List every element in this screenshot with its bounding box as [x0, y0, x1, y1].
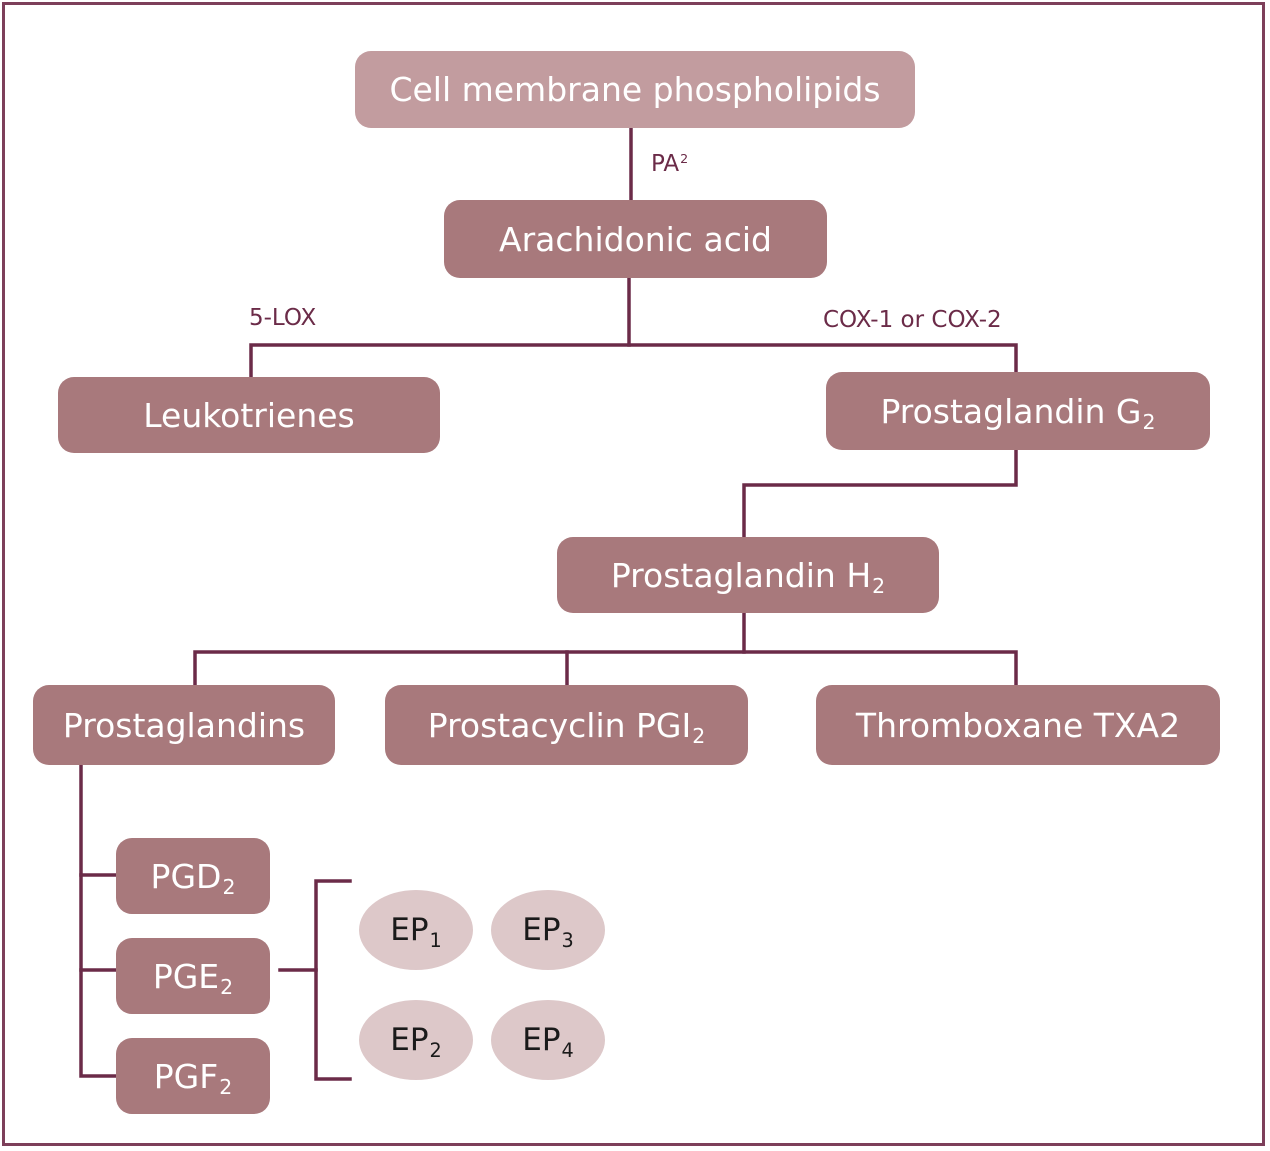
node-cell-membrane-label: Cell membrane phospholipids [389, 70, 881, 109]
receptor-ep3-sub: 3 [561, 929, 574, 953]
receptor-ep1-label: EP [390, 912, 429, 948]
edge-label-pa2-text: PA [651, 151, 680, 177]
node-prostaglandin-h2-label: Prostaglandin H [610, 555, 872, 595]
node-pge2-label: PGE [152, 956, 220, 996]
node-pgf2-label: PGF [153, 1056, 219, 1096]
node-pgf2-sub: 2 [219, 1075, 233, 1100]
receptor-ep3-label: EP [522, 912, 561, 948]
node-prostaglandins: Prostaglandins [33, 685, 335, 765]
node-prostacyclin-label: Prostacyclin PGI [427, 705, 692, 745]
node-pge2-sub: 2 [220, 975, 234, 1000]
node-prostacyclin-sub: 2 [692, 724, 706, 749]
node-thromboxane-label: Thromboxane TXA2 [855, 705, 1181, 745]
node-cell-membrane: Cell membrane phospholipids [355, 51, 915, 128]
connector-pgg2-pgh2 [742, 448, 1018, 539]
node-prostaglandin-g2-label: Prostaglandin G [880, 391, 1142, 431]
node-arachidonic-acid-label: Arachidonic acid [499, 219, 772, 259]
receptor-ep4-sub: 4 [561, 1039, 574, 1063]
edge-label-pa2: PA2 [651, 151, 688, 177]
edge-label-5-lox: 5-LOX [249, 305, 317, 331]
connector-arachidonic-branches [249, 343, 1018, 379]
receptor-ep2-label: EP [390, 1022, 429, 1058]
edge-label-cox: COX-1 or COX-2 [823, 307, 1002, 333]
receptor-ep2-sub: 2 [429, 1039, 442, 1063]
connector-prostaglandins-stem [79, 763, 119, 1078]
node-prostaglandin-h2-sub: 2 [872, 574, 886, 599]
node-arachidonic-acid: Arachidonic acid [444, 200, 827, 278]
receptor-ep1-sub: 1 [429, 929, 442, 953]
receptor-ep4-label: EP [522, 1022, 561, 1058]
node-thromboxane: Thromboxane TXA2 [816, 685, 1220, 765]
connector-pgh2-branches [193, 650, 1018, 687]
node-prostaglandins-label: Prostaglandins [62, 705, 306, 745]
node-prostaglandin-g2-sub: 2 [1142, 410, 1156, 435]
node-leukotrienes-label: Leukotrienes [143, 395, 355, 435]
receptor-bracket [314, 879, 352, 1081]
edge-label-pa2-sup: 2 [680, 150, 689, 166]
node-pgd2-label: PGD [150, 856, 222, 896]
node-leukotrienes: Leukotrienes [58, 377, 440, 453]
node-pgd2-sub: 2 [222, 875, 236, 900]
